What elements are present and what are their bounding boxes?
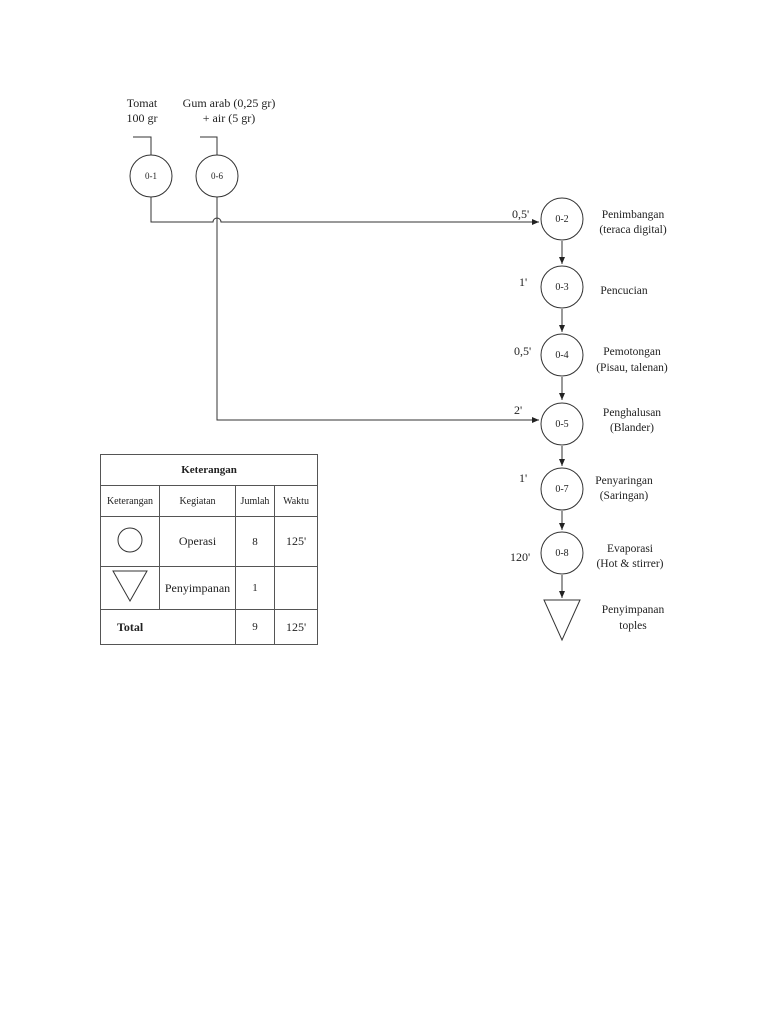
triangle-icon — [112, 570, 148, 603]
connector-input-tomat — [133, 136, 152, 155]
legend-total-waktu: 125' — [273, 609, 319, 645]
step-label-0-5: Penghalusan — [603, 407, 661, 419]
operation-circle-0-8 — [540, 531, 584, 575]
input-amount-gum-arab: + air (5 gr) — [203, 111, 255, 125]
legend-kegiatan-penyimpanan: Penyimpanan — [159, 566, 236, 610]
step-tool-0-5: (Blander) — [610, 422, 654, 434]
storage-triangle-icon — [543, 599, 581, 642]
step-label-0-8: Evaporasi — [607, 543, 653, 555]
time-label-0-5: 2' — [514, 403, 522, 417]
legend-jumlah-penyimpanan: 1 — [235, 566, 275, 610]
legend-jumlah-operasi: 8 — [235, 516, 275, 567]
circle-icon — [117, 527, 143, 552]
time-label-0-4: 0,5' — [514, 344, 531, 358]
legend-header-waktu: Waktu — [273, 485, 319, 517]
time-label-0-2: 0,5' — [512, 207, 529, 221]
operation-id-0-6: 0-6 — [211, 171, 223, 181]
connector-input-gum-arab — [200, 136, 218, 155]
legend-title: Keterangan — [99, 454, 319, 486]
step-label-0-7: Penyaringan — [595, 475, 653, 487]
legend-total-label: Total — [100, 609, 236, 645]
operation-circle-0-4 — [540, 333, 584, 377]
operation-id-0-1: 0-1 — [145, 171, 157, 181]
operation-id-0-3: 0-3 — [555, 282, 568, 293]
operation-id-0-7: 0-7 — [555, 484, 568, 495]
operation-id-0-5: 0-5 — [555, 419, 568, 430]
legend-kegiatan-operasi: Operasi — [159, 516, 236, 567]
time-label-0-3: 1' — [519, 275, 527, 289]
time-label-0-7: 1' — [519, 471, 527, 485]
operation-id-0-2: 0-2 — [555, 214, 568, 225]
legend-waktu-operasi: 125' — [273, 516, 319, 567]
storage-container: toples — [619, 620, 647, 632]
input-label-tomat: Tomat — [127, 96, 158, 110]
operation-id-0-8: 0-8 — [555, 548, 568, 559]
step-label-0-4: Pemotongan — [603, 346, 661, 358]
operation-circle-0-7 — [540, 467, 584, 511]
step-tool-0-2: (teraca digital) — [599, 224, 667, 236]
operation-circle-0-2 — [540, 197, 584, 241]
step-tool-0-8: (Hot & stirrer) — [596, 558, 663, 570]
legend-row-total: Total 9 125' — [100, 609, 319, 645]
legend-header-kegiatan: Kegiatan — [159, 485, 236, 517]
operation-circle-0-5 — [540, 402, 584, 446]
step-label-0-2: Penimbangan — [602, 209, 665, 221]
legend-symbol-cell — [100, 516, 160, 567]
legend-table: Keterangan Keterangan Kegiatan Jumlah Wa… — [99, 454, 319, 645]
operation-circle-0-3 — [540, 265, 584, 309]
step-label-0-3: Pencucian — [600, 285, 648, 297]
flow-line-0-6-to-0-5 — [216, 197, 539, 423]
legend-header-jumlah: Jumlah — [235, 485, 275, 517]
legend-symbol-cell — [100, 566, 160, 610]
time-label-0-8: 120' — [510, 550, 530, 564]
legend-header-keterangan: Keterangan — [100, 485, 160, 517]
legend-row-operasi: Operasi 8 125' — [100, 516, 319, 567]
step-tool-0-7: (Saringan) — [600, 490, 649, 502]
storage-label: Penyimpanan — [602, 604, 665, 616]
legend-row-penyimpanan: Penyimpanan 1 — [100, 566, 319, 610]
step-tool-0-4: (Pisau, talenan) — [596, 362, 668, 374]
operation-id-0-4: 0-4 — [555, 350, 568, 361]
legend-waktu-penyimpanan — [273, 566, 319, 610]
input-label-gum-arab: Gum arab (0,25 gr) — [183, 96, 276, 110]
flow-line-0-1-to-0-2 — [150, 197, 539, 225]
input-amount-tomat: 100 gr — [127, 111, 158, 125]
legend-total-jumlah: 9 — [235, 609, 275, 645]
